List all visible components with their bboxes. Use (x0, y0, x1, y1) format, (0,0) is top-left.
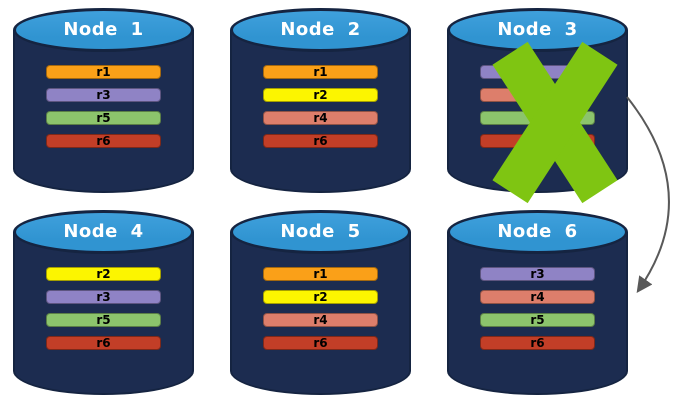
cylinder-body (230, 30, 411, 193)
db-node-5: Node 5 r1 r2 r4 r6 (230, 210, 411, 395)
replica-bar: r4 (263, 111, 378, 125)
replica-bar: r2 (46, 267, 161, 281)
db-node-1: Node 1 r1 r3 r5 r6 (13, 8, 194, 193)
replica-bar: r6 (46, 336, 161, 350)
replica-label: r2 (96, 267, 111, 281)
cylinder-top: Node 3 (447, 8, 628, 52)
replica-label: r1 (313, 65, 328, 79)
replica-label: r6 (96, 134, 111, 148)
replica-bar: r4 (263, 313, 378, 327)
cylinder-body (230, 232, 411, 395)
node-title: Node 2 (280, 19, 361, 40)
replica-bar: r2 (263, 290, 378, 304)
replica-list: r2 r3 r5 r6 (46, 267, 161, 350)
replica-label: r5 (96, 111, 111, 125)
db-node-2: Node 2 r1 r2 r4 r6 (230, 8, 411, 193)
replica-list: r1 r3 r5 r6 (46, 65, 161, 148)
replica-label: r2 (313, 290, 328, 304)
cylinder-top: Node 5 (230, 210, 411, 254)
replica-label: r4 (313, 313, 328, 327)
replica-bar: r1 (263, 267, 378, 281)
replica-label: r4 (313, 111, 328, 125)
node-title: Node 6 (497, 221, 578, 242)
replica-list: r1 r2 r4 r6 (263, 267, 378, 350)
node-title: Node 1 (63, 19, 144, 40)
node-title: Node 3 (497, 19, 578, 40)
replica-label: r4 (530, 290, 545, 304)
replica-label: r5 (96, 313, 111, 327)
replica-bar: r1 (263, 65, 378, 79)
cylinder-top: Node 6 (447, 210, 628, 254)
replica-label: r6 (313, 134, 328, 148)
replica-label: r3 (96, 290, 111, 304)
replica-bar: r5 (46, 313, 161, 327)
replica-label: r6 (530, 336, 545, 350)
replica-bar: r6 (480, 336, 595, 350)
replica-bar: r6 (263, 134, 378, 148)
replica-label: r1 (96, 65, 111, 79)
replica-bar: r6 (46, 134, 161, 148)
replica-label: r6 (313, 336, 328, 350)
cylinder-top: Node 2 (230, 8, 411, 52)
replica-bar: r6 (263, 336, 378, 350)
db-node-6: Node 6 r3 r4 r5 r6 (447, 210, 628, 395)
cylinder-top: Node 1 (13, 8, 194, 52)
replica-bar: r4 (480, 290, 595, 304)
replica-bar: r3 (46, 290, 161, 304)
replica-label: r5 (530, 313, 545, 327)
replica-bar: r3 (480, 267, 595, 281)
replica-label: r6 (96, 336, 111, 350)
replica-list: r3 r4 r5 r6 (480, 267, 595, 350)
node-title: Node 4 (63, 221, 144, 242)
replica-bar: r5 (480, 313, 595, 327)
replica-bar: r3 (46, 88, 161, 102)
replica-bar: r5 (46, 111, 161, 125)
replica-label: r1 (313, 267, 328, 281)
cylinder-top: Node 4 (13, 210, 194, 254)
replica-label: r3 (530, 267, 545, 281)
node-title: Node 5 (280, 221, 361, 242)
db-node-4: Node 4 r2 r3 r5 r6 (13, 210, 194, 395)
replica-list: r1 r2 r4 r6 (263, 65, 378, 148)
replica-bar: r2 (263, 88, 378, 102)
replica-bar: r1 (46, 65, 161, 79)
replica-label: r2 (313, 88, 328, 102)
replica-label: r3 (96, 88, 111, 102)
